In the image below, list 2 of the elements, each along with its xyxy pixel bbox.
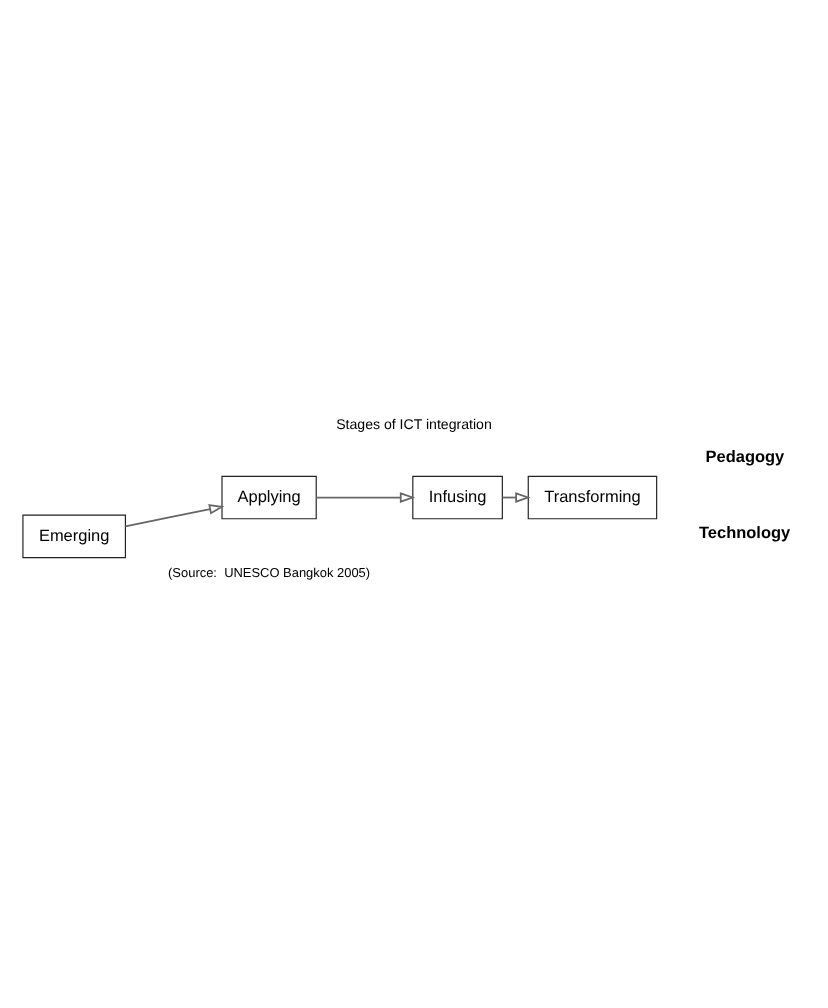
- arrow: [315, 492, 416, 503]
- arrow: [124, 504, 225, 528]
